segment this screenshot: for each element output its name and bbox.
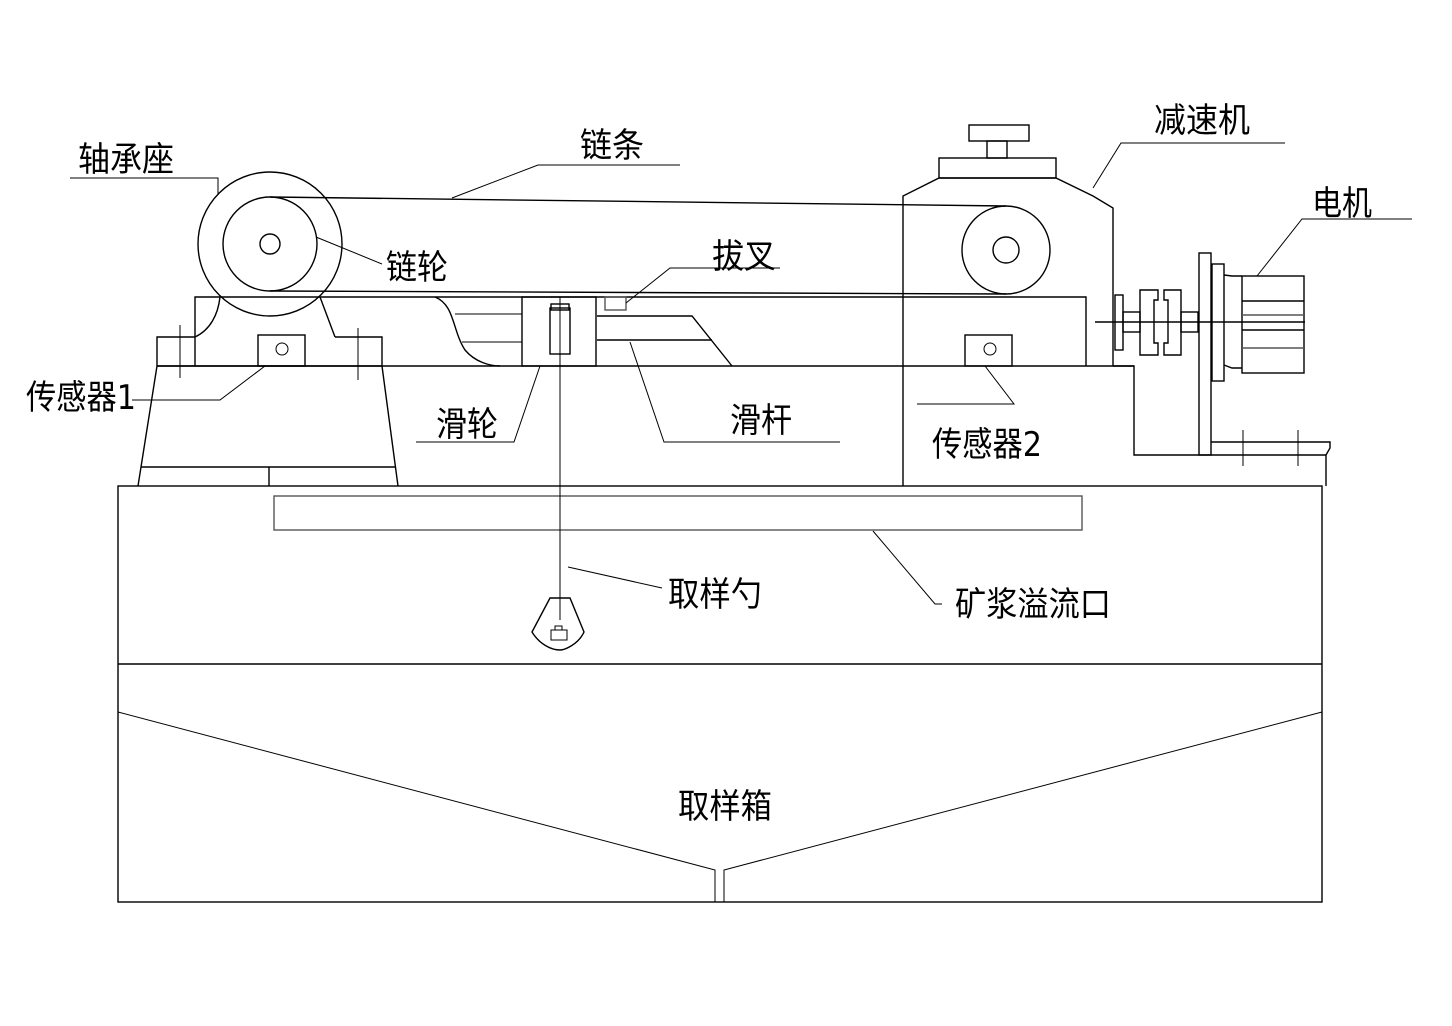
slurry-overflow-slot xyxy=(273,495,1083,531)
seat-right-foot xyxy=(335,336,383,366)
leader-slide-rod xyxy=(629,341,840,443)
label-reducer: 减速机 xyxy=(1154,101,1250,141)
leader-sensor2 xyxy=(917,365,1016,405)
label-slurry-overflow: 矿浆溢流口 xyxy=(955,585,1111,625)
coupling-left xyxy=(1139,289,1159,356)
sprocket-left xyxy=(222,196,318,292)
label-slide-rod: 滑杆 xyxy=(730,401,792,441)
left-pedestal xyxy=(137,365,399,487)
motor-bevel-bottom xyxy=(1223,364,1242,369)
spoon-latch-top xyxy=(554,625,563,631)
rail-curve xyxy=(434,296,501,367)
slider-block xyxy=(521,296,597,367)
bearing-seat-housing xyxy=(197,171,343,317)
label-bearing-seat: 轴承座 xyxy=(78,140,174,180)
axle-left xyxy=(259,233,281,255)
chain xyxy=(269,196,1007,295)
bearing-seat-assembly xyxy=(137,171,399,487)
reducer-knob xyxy=(968,124,1030,142)
leader-chain xyxy=(451,164,680,199)
motor-assembly xyxy=(1095,252,1331,486)
seat-left-foot xyxy=(156,336,195,366)
leader-motor xyxy=(1256,218,1412,277)
seat-right-edge xyxy=(319,296,336,338)
leader-pulley xyxy=(416,365,541,443)
sampling-box xyxy=(117,485,1323,903)
label-sensor2: 传感器2 xyxy=(932,425,1042,465)
label-motor: 电机 xyxy=(1312,184,1372,224)
label-sampling-box: 取样箱 xyxy=(678,787,772,827)
label-sprocket: 链轮 xyxy=(386,248,448,288)
leader-sprocket xyxy=(315,236,383,265)
motor-body xyxy=(1241,275,1305,374)
motor-flange xyxy=(1211,263,1225,382)
motor-mount-plate xyxy=(1198,252,1212,456)
leader-spoon xyxy=(567,566,663,589)
labels: 轴承座 链条 链轮 减速机 电机 拔叉 传感器1 滑轮 滑杆 传感器2 取样勺 … xyxy=(26,101,1372,827)
sensor2-hole xyxy=(983,342,997,356)
chain-bottom xyxy=(269,290,1007,295)
leader-bearing-seat xyxy=(70,177,219,195)
spoon-body xyxy=(531,597,585,651)
slider-carriage xyxy=(521,296,733,620)
hopper-right-wall xyxy=(723,711,1323,902)
label-sensor1: 传感器1 xyxy=(26,378,136,418)
leader-reducer xyxy=(1092,142,1285,189)
leader-overflow xyxy=(872,530,942,605)
leader-sensor1 xyxy=(132,365,266,401)
label-chain: 链条 xyxy=(580,126,644,166)
hopper-left-wall xyxy=(117,711,716,902)
leader-shift-fork xyxy=(625,267,780,304)
spoon-latch xyxy=(550,629,568,641)
motor-bevel-top xyxy=(1223,274,1242,277)
reducer-neck xyxy=(986,140,1008,159)
sensor1-hole xyxy=(275,342,289,356)
upper-rail xyxy=(194,296,1087,366)
shaft-sleeve-2 xyxy=(1180,311,1199,333)
sensor1-block xyxy=(257,334,306,367)
chain-top xyxy=(269,196,1007,207)
motor-base-plate xyxy=(1211,441,1331,486)
shift-fork xyxy=(604,296,627,311)
motor-base-step xyxy=(1113,365,1201,456)
sprocket-right xyxy=(961,205,1051,295)
label-pulley: 滑轮 xyxy=(436,405,498,445)
reducer-top xyxy=(938,157,1057,179)
sensor2-block xyxy=(964,334,1013,367)
box-outline xyxy=(117,485,1323,903)
axle-right xyxy=(992,236,1020,264)
sampling-spoon xyxy=(531,597,585,651)
slide-rod-top xyxy=(597,315,733,367)
label-shift-fork: 拔叉 xyxy=(712,237,776,277)
label-sampling-spoon: 取样勺 xyxy=(668,575,762,615)
seat-left-curve xyxy=(194,296,221,338)
leader-lines xyxy=(70,142,1412,605)
